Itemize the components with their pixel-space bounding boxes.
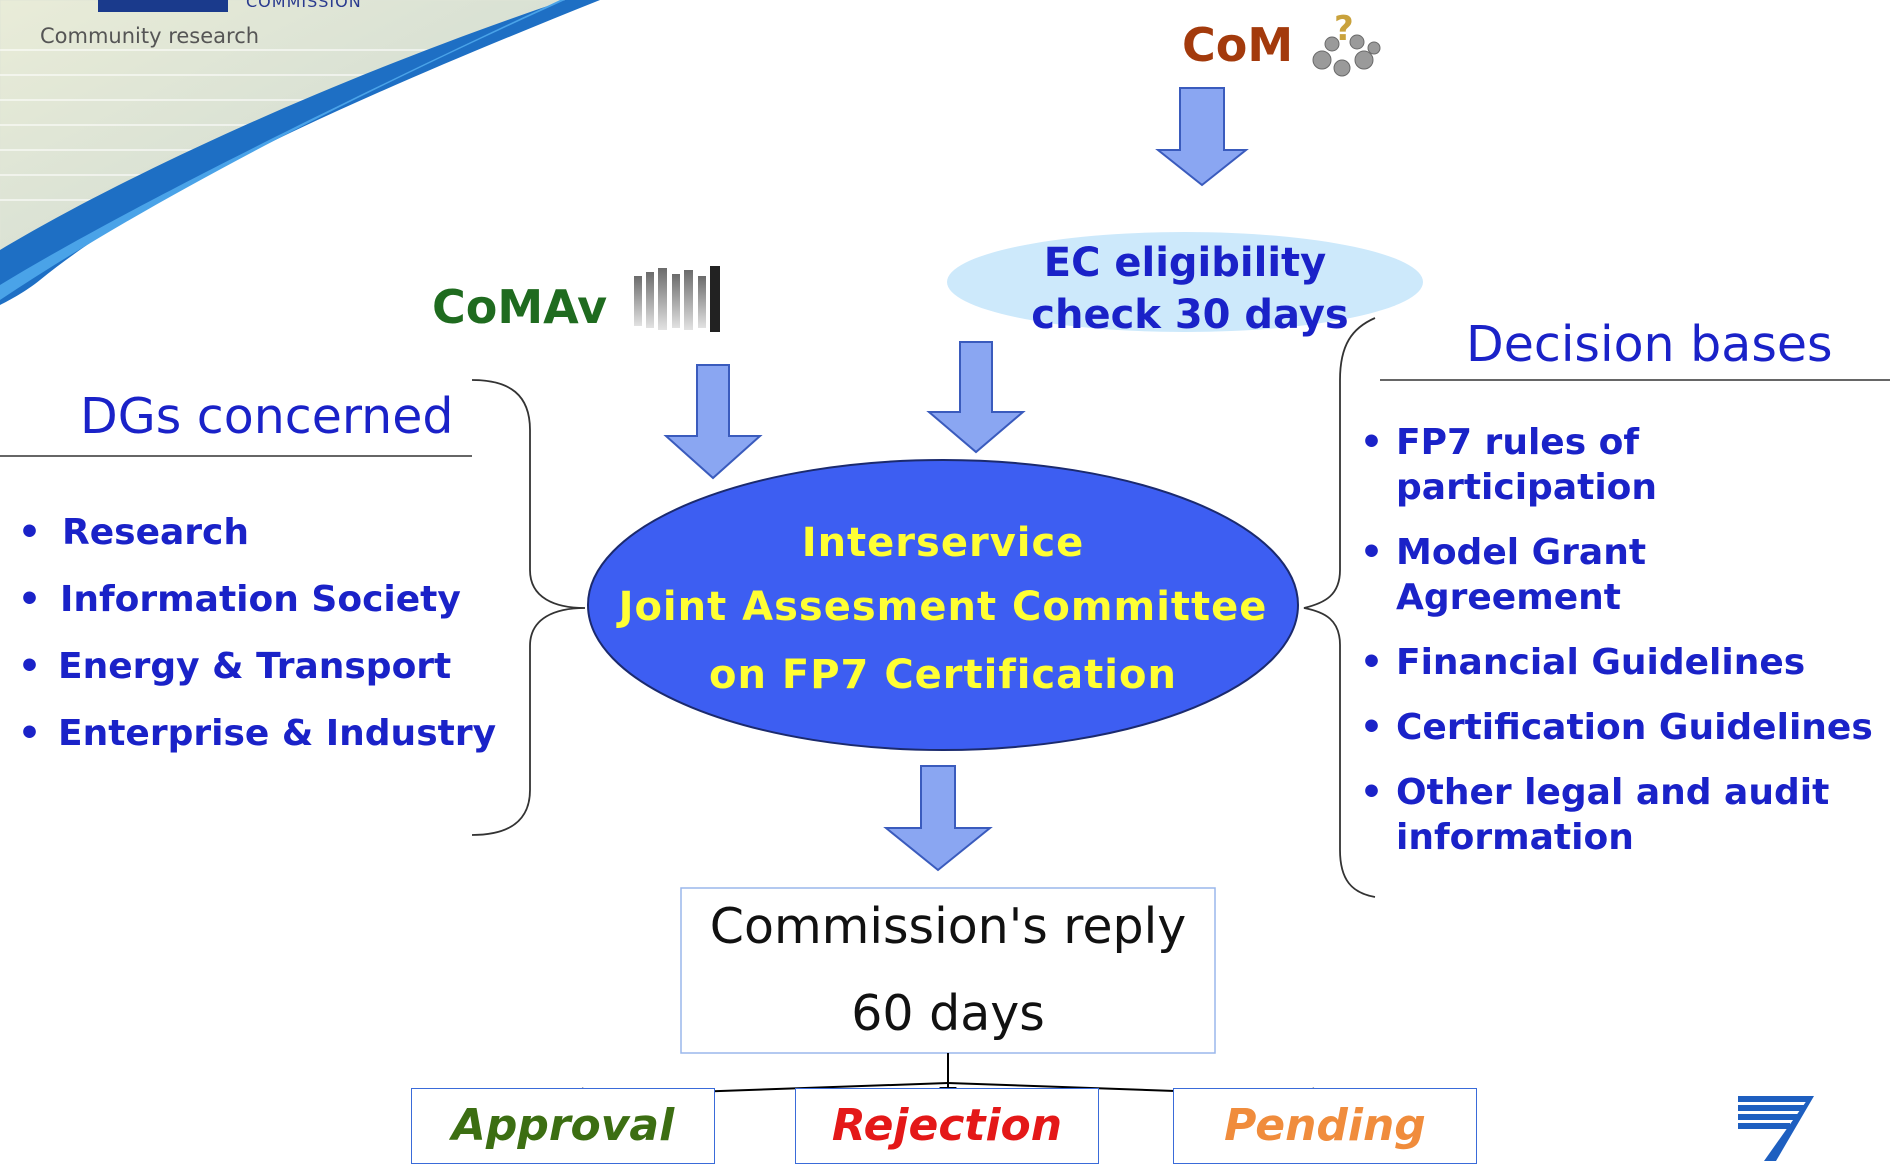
- header-subtitle: Community research: [40, 24, 260, 48]
- outcome-rejection: Rejection: [795, 1088, 1099, 1164]
- arrow-comav-down: [663, 364, 763, 480]
- puzzle-question-icon: ?: [1312, 10, 1381, 77]
- svg-text:?: ?: [1334, 10, 1354, 49]
- list-item: •Energy & Transport: [18, 646, 452, 687]
- com-label: CoM: [1182, 18, 1294, 72]
- people-group-icon: [634, 266, 720, 332]
- outcome-pending: Pending: [1173, 1088, 1477, 1164]
- eligibility-line1: EC eligibility: [1043, 240, 1327, 286]
- outcome-approval: Approval: [411, 1088, 715, 1164]
- eligibility-line2: check 30 days: [1031, 292, 1349, 338]
- dgs-title: DGs concerned: [80, 388, 454, 445]
- arrow-eligibility-down: [926, 341, 1026, 454]
- comav-label: CoMAv: [432, 280, 608, 334]
- list-item: • Financial Guidelines: [1360, 642, 1806, 683]
- reply-line1: Commission's reply: [709, 898, 1187, 955]
- committee-line2: Joint Assesment Committee: [618, 584, 1268, 630]
- fp7-logo-icon: [1738, 1096, 1814, 1161]
- arrow-com-down: [1155, 87, 1249, 187]
- list-item: •Information Society: [18, 579, 461, 620]
- list-item: • Certification Guidelines: [1360, 707, 1873, 748]
- committee-line1: Interservice: [801, 520, 1085, 566]
- committee-line3: on FP7 Certification: [709, 652, 1177, 698]
- header-org-text: COMMISSION: [246, 0, 362, 11]
- list-item: •Research: [18, 512, 249, 553]
- eligibility-ellipse: [947, 232, 1423, 332]
- dgs-list: •Research •Information Society •Energy &…: [18, 512, 496, 780]
- list-item: •Enterprise & Industry: [18, 713, 497, 754]
- reply-box: [680, 887, 1216, 1054]
- left-brace: [471, 379, 586, 836]
- right-brace: [1303, 317, 1376, 898]
- reply-line2: 60 days: [851, 985, 1045, 1042]
- arrow-committee-down: [883, 765, 993, 872]
- decision-title: Decision bases: [1466, 316, 1833, 373]
- committee-ellipse: [587, 459, 1299, 751]
